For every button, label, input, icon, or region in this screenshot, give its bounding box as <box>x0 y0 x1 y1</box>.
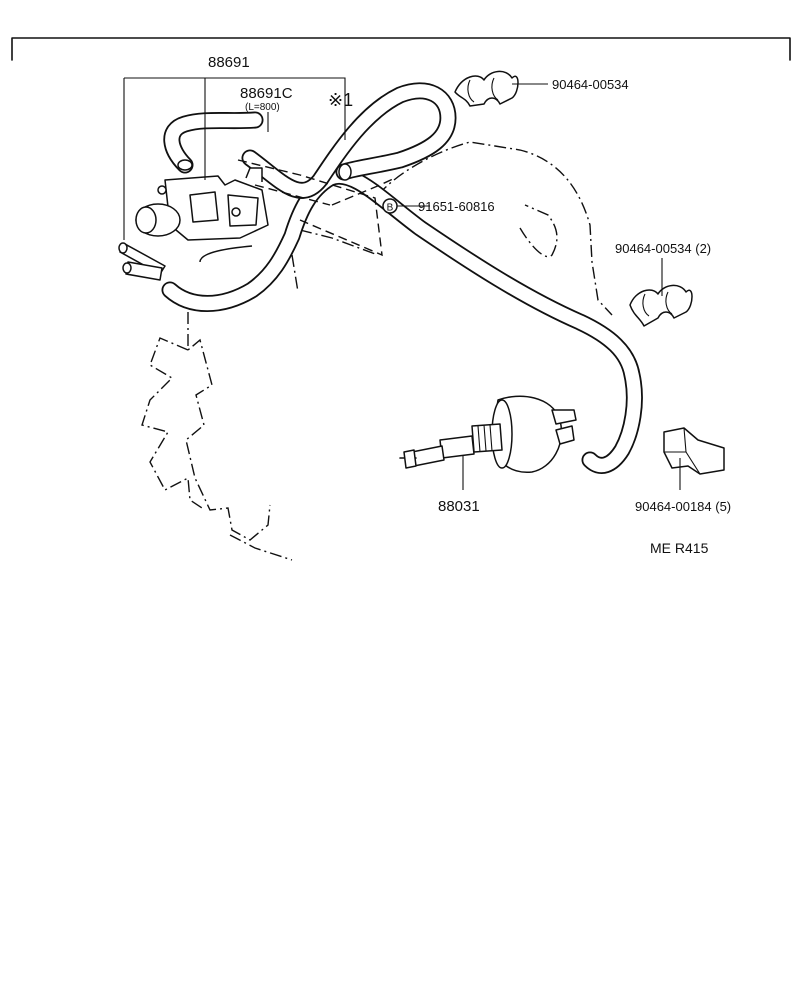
fan-outline <box>141 312 293 561</box>
label-note-mark: ※1 <box>328 90 353 110</box>
hose-end <box>338 163 352 181</box>
fittings <box>118 242 166 281</box>
routing-dashes <box>237 159 396 257</box>
hose-end <box>177 159 193 171</box>
valve-hose <box>163 111 264 174</box>
clamp-mid <box>629 284 693 327</box>
label-drawing-code: ME R415 <box>650 540 709 556</box>
clamp-bottom <box>663 427 725 475</box>
label-plug: 91651-60816 <box>418 199 495 214</box>
label-clamp-bottom: 90464-00184 (5) <box>635 499 731 514</box>
label-hose-length: (L=800) <box>245 102 280 113</box>
vsv-valve <box>135 150 269 263</box>
vacuum-actuator <box>399 395 577 473</box>
frame-border <box>11 37 791 61</box>
engine-outline <box>291 141 613 316</box>
vacuum-hose <box>161 167 643 474</box>
label-valve-assembly: 88691 <box>208 54 250 71</box>
clamp-top <box>454 70 519 107</box>
loop-hose <box>241 82 457 199</box>
label-clamp-mid: 90464-00534 (2) <box>615 241 711 256</box>
label-actuator: 88031 <box>438 498 480 515</box>
plug-symbol: B <box>387 203 394 214</box>
label-clamp-top: 90464-00534 <box>552 77 629 92</box>
label-hose: 88691C <box>240 85 293 102</box>
leader-lines <box>123 77 681 490</box>
